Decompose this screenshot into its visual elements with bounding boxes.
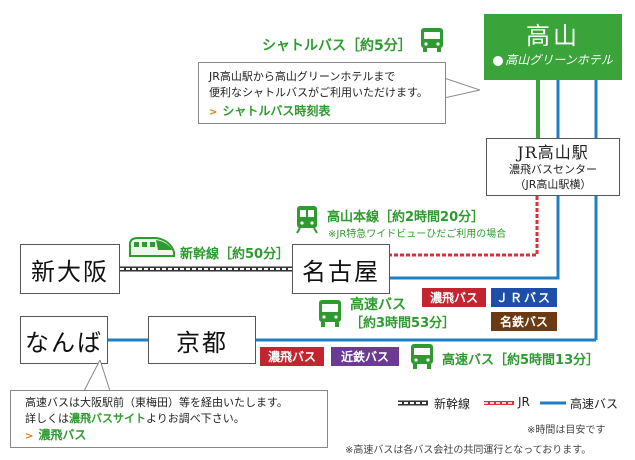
chevron-right-icon: > bbox=[25, 431, 34, 442]
badge-nohi-bus-kyoto[interactable]: 濃飛バス bbox=[259, 346, 325, 367]
shuttle-callout: JR高山駅から高山グリーンホテルまで 便利なシャトルバスがご利用いただけます。 … bbox=[198, 62, 446, 124]
hotel-box[interactable]: 高山 高山グリーンホテル bbox=[484, 14, 622, 80]
namba-box[interactable]: なんば bbox=[20, 316, 108, 364]
shinkansen-label: 新幹線［約50分］ bbox=[180, 247, 290, 262]
jr-takayama-station-box[interactable]: JR高山駅 濃飛バスセンター （JR高山駅横） bbox=[486, 138, 620, 196]
chevron-right-icon: > bbox=[209, 107, 218, 118]
shuttle-label: シャトルバス［約5分］ bbox=[262, 38, 412, 54]
legend-shinkansen-label: 新幹線 bbox=[434, 397, 471, 411]
shuttle-callout-line1: JR高山駅から高山グリーンホテルまで bbox=[209, 70, 396, 83]
shinkansen-train-icon bbox=[129, 237, 175, 257]
time-note: ※時間は目安です bbox=[527, 425, 606, 436]
hotel-title: 高山 bbox=[526, 22, 580, 50]
nagoya-bus-label1: 高速バス bbox=[350, 297, 406, 313]
legend: 新幹線 JR 高速バス bbox=[392, 392, 624, 414]
badge-kintetsu-bus[interactable]: 近鉄バス bbox=[330, 346, 400, 367]
kyoto-bus-icon bbox=[411, 344, 433, 369]
express-bus-line-nagoya bbox=[390, 196, 560, 280]
joint-operation-note: ※高速バスは各バス会社の共同運行となっております。 bbox=[345, 445, 592, 456]
shuttle-timetable-link[interactable]: >シャトルバス時刻表 bbox=[209, 104, 331, 118]
train-icon bbox=[296, 206, 318, 234]
namba-callout-line2: 詳しくは濃飛バスサイトよりお調べ下さい。 bbox=[25, 412, 245, 425]
station-line2: 濃飛バスセンター bbox=[509, 162, 597, 176]
hotel-subtitle: 高山グリーンホテル bbox=[484, 52, 622, 68]
jr-line bbox=[390, 196, 539, 257]
legend-shinkansen-swatch bbox=[398, 400, 428, 406]
takayama-line-label: 高山本線［約2時間20分］ bbox=[327, 210, 485, 225]
shin-osaka-box[interactable]: 新大阪 bbox=[20, 244, 120, 294]
takayama-line-note: ※JR特急ワイドビューひだご利用の場合 bbox=[328, 229, 507, 240]
kyoto-bus-label: 高速バス［約5時間13分］ bbox=[442, 353, 600, 368]
legend-express-bus-swatch bbox=[540, 401, 566, 405]
badge-jr-bus[interactable]: ＪＲバス bbox=[490, 287, 558, 308]
station-title: JR高山駅 bbox=[517, 142, 589, 162]
nohi-bus-site-link[interactable]: 濃飛バスサイト bbox=[69, 412, 146, 425]
hotel-logo-icon bbox=[493, 55, 504, 66]
nohi-bus-link[interactable]: >濃飛バス bbox=[25, 428, 87, 442]
kyoto-box[interactable]: 京都 bbox=[148, 316, 256, 364]
station-line3: （JR高山駅横） bbox=[514, 177, 592, 191]
legend-jr-swatch bbox=[484, 401, 514, 405]
badge-meitetsu-bus[interactable]: 名鉄バス bbox=[490, 311, 558, 332]
shuttle-bus-icon bbox=[421, 28, 443, 52]
shuttle-callout-line2: 便利なシャトルバスがご利用いただけます。 bbox=[209, 86, 428, 99]
namba-callout-tail bbox=[83, 360, 111, 392]
namba-callout: 高速バスは大阪駅前（東梅田）等を経由いたします。 詳しくは濃飛バスサイトよりお調… bbox=[10, 390, 328, 448]
legend-jr-label: JR bbox=[518, 395, 530, 409]
badge-nohi-bus-nagoya[interactable]: 濃飛バス bbox=[421, 287, 487, 308]
nagoya-bus-icon bbox=[319, 300, 341, 327]
namba-callout-line1: 高速バスは大阪駅前（東梅田）等を経由いたします。 bbox=[25, 396, 288, 409]
shuttle-callout-tail bbox=[444, 78, 480, 99]
nagoya-box[interactable]: 名古屋 bbox=[292, 244, 390, 294]
nagoya-bus-label2: ［約3時間53分］ bbox=[350, 316, 456, 331]
legend-express-bus-label: 高速バス bbox=[570, 397, 619, 411]
